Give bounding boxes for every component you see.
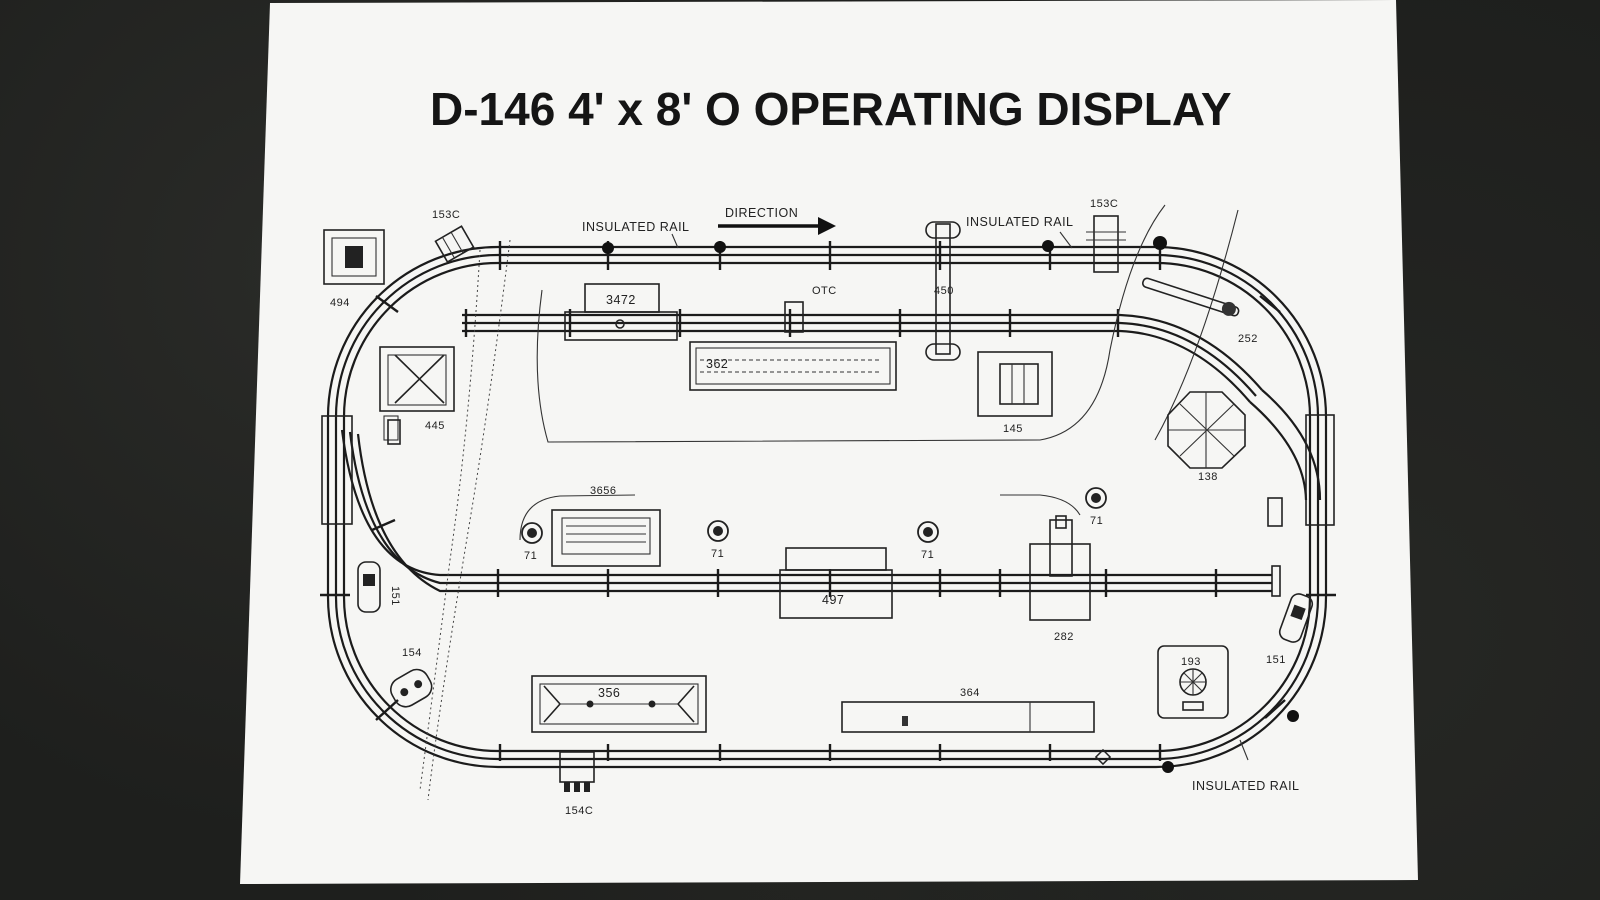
paper-sheet <box>240 0 1418 884</box>
label-445: 445 <box>425 420 445 432</box>
label-154c: 154C <box>565 805 593 817</box>
accessory-193 <box>1157 645 1229 719</box>
label-71-3: 71 <box>921 549 934 561</box>
semaphore-151-right <box>1278 593 1314 643</box>
label-494: 494 <box>330 297 350 309</box>
accessory-3656 <box>551 509 661 567</box>
track-ties <box>320 241 1336 761</box>
direction-arrow <box>718 217 836 235</box>
sketch-boundary-lines <box>419 204 1239 801</box>
label-151-left: 151 <box>389 586 401 606</box>
accessory-494 <box>323 229 385 285</box>
accessory-364 <box>841 701 1095 733</box>
upper-siding-track <box>462 313 1263 403</box>
accessory-362 <box>689 341 897 391</box>
label-193: 193 <box>1181 656 1201 668</box>
otc-lockon <box>784 301 804 333</box>
label-364: 364 <box>960 687 980 699</box>
accessory-145 <box>977 351 1053 417</box>
right-switch-box <box>1305 414 1335 526</box>
label-71-4: 71 <box>1090 515 1103 527</box>
accessory-138-water-tower <box>1167 391 1246 469</box>
track-tie <box>1259 295 1281 313</box>
label-282: 282 <box>1054 631 1074 643</box>
label-insulated-rail-bottom: INSULATED RAIL <box>1192 779 1300 793</box>
insulated-rail-markers <box>602 236 1299 773</box>
lamp-71-4 <box>1085 487 1107 509</box>
label-356: 356 <box>598 686 620 700</box>
label-252: 252 <box>1238 333 1258 345</box>
label-153c-left: 153C <box>432 209 460 221</box>
left-switch-box <box>321 415 353 525</box>
label-3656: 3656 <box>590 485 616 497</box>
label-insulated-rail-top-left: INSULATED RAIL <box>582 220 690 234</box>
label-497: 497 <box>822 593 844 607</box>
crossing-signal-154 <box>390 668 433 708</box>
contactor-153c-right <box>1086 215 1126 273</box>
label-362: 362 <box>706 357 728 371</box>
label-450: 450 <box>934 285 954 297</box>
lamp-71-3 <box>917 521 939 543</box>
track-tie <box>371 518 396 532</box>
accessory-445 <box>379 346 455 441</box>
accessory-356 <box>531 675 707 733</box>
label-3472: 3472 <box>606 293 636 307</box>
label-153c-right: 153C <box>1090 198 1118 210</box>
diagram-title: D-146 4' x 8' O OPERATING DISPLAY <box>430 83 1232 135</box>
track-tie <box>375 295 399 313</box>
track-tie <box>375 699 399 721</box>
lamp-71-2 <box>707 520 729 542</box>
contactor-154c <box>559 751 595 792</box>
label-154: 154 <box>402 647 422 659</box>
label-71-2: 71 <box>711 548 724 560</box>
lamp-71-1 <box>521 522 543 544</box>
label-71-1: 71 <box>524 550 537 562</box>
semaphore-151-left <box>357 561 381 613</box>
contactor-153c-left <box>434 225 475 264</box>
label-otc: OTC <box>812 285 837 297</box>
label-145: 145 <box>1003 423 1023 435</box>
accessory-497 <box>779 547 893 619</box>
accessory-450-signal-bridge <box>925 221 961 361</box>
accessory-3472 <box>564 283 678 341</box>
accessory-252-crossing-gate <box>1142 277 1240 317</box>
track-tie <box>1264 699 1286 719</box>
label-direction: DIRECTION <box>725 206 798 220</box>
label-138: 138 <box>1198 471 1218 483</box>
label-151-right: 151 <box>1266 654 1286 666</box>
accessory-282-crane <box>1029 515 1091 621</box>
label-insulated-rail-top-right: INSULATED RAIL <box>966 215 1074 229</box>
outer-loop-track <box>326 245 1328 769</box>
lower-siding-track <box>340 429 1281 597</box>
